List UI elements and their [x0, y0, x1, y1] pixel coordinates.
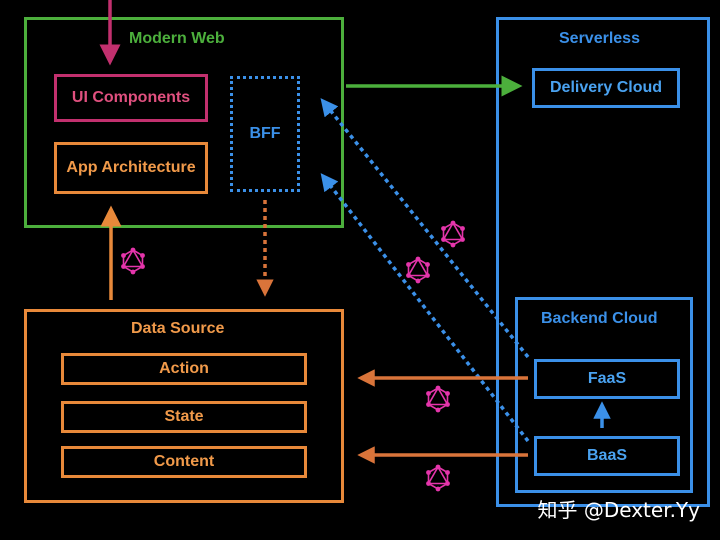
app-architecture-box[interactable]: App Architecture	[54, 142, 208, 194]
watermark: 知乎 @Dexter.Yy	[537, 498, 701, 522]
faas-box[interactable]: FaaS	[534, 359, 680, 399]
content-box[interactable]: Content	[61, 446, 307, 478]
modern-web-group	[24, 17, 344, 228]
state-box[interactable]: State	[61, 401, 307, 433]
ui-components-box[interactable]: UI Components	[54, 74, 208, 122]
bff-box[interactable]: BFF	[230, 76, 300, 192]
baas-box[interactable]: BaaS	[534, 436, 680, 476]
backend-cloud-group	[515, 297, 693, 493]
serverless-group	[496, 17, 710, 507]
graphql-icon	[425, 384, 451, 414]
graphql-icon	[120, 246, 146, 276]
graphql-icon	[425, 463, 451, 493]
action-box[interactable]: Action	[61, 353, 307, 385]
graphql-icon	[405, 255, 431, 285]
data-source-group	[24, 309, 344, 503]
modern-web-title: Modern Web	[129, 30, 225, 47]
backend-cloud-title: Backend Cloud	[541, 310, 658, 327]
baas-to-bff-arrow	[320, 173, 530, 443]
faas-to-bff-arrow	[320, 98, 530, 359]
serverless-title: Serverless	[559, 30, 640, 47]
data-source-title: Data Source	[131, 320, 225, 337]
delivery-cloud-box[interactable]: Delivery Cloud	[532, 68, 680, 108]
graphql-icon	[440, 219, 466, 249]
